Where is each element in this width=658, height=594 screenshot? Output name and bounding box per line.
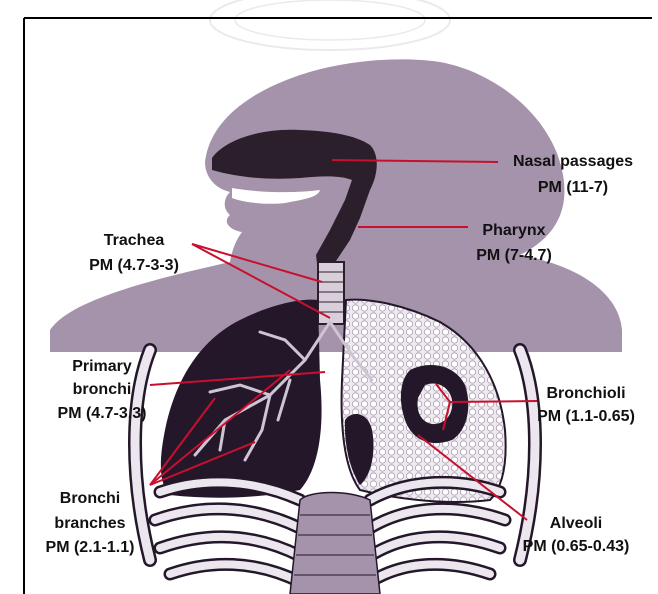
- label-branches-range: PM (2.1-1.1): [46, 539, 135, 556]
- label-alveoli-name: Alveoli: [550, 515, 602, 532]
- label-trachea-name: Trachea: [104, 232, 165, 249]
- spine: [290, 493, 380, 594]
- label-trachea-range: PM (4.7-3-3): [89, 257, 179, 274]
- label-branches: Bronchi branches PM (2.1-1.1): [46, 490, 135, 556]
- label-alveoli: Alveoli PM (0.65-0.43): [523, 515, 630, 555]
- label-primary-range: PM (4.7-3.3): [58, 405, 147, 422]
- label-primary-name-2: bronchi: [73, 381, 132, 398]
- label-nasal-range: PM (11-7): [538, 179, 608, 196]
- label-bronchioli: Bronchioli PM (1.1-0.65): [537, 385, 635, 425]
- label-bronchioli-name: Bronchioli: [546, 385, 625, 402]
- label-primary-name-1: Primary: [72, 358, 132, 375]
- label-pharynx-name: Pharynx: [482, 222, 545, 239]
- label-alveoli-range: PM (0.65-0.43): [523, 538, 630, 555]
- label-branches-name-2: branches: [54, 515, 125, 532]
- label-branches-name-1: Bronchi: [60, 490, 120, 507]
- pointer-bronchioli-a: [450, 401, 537, 402]
- label-pharynx-range: PM (7-4.7): [476, 247, 552, 264]
- label-nasal-name: Nasal passages: [513, 153, 633, 170]
- label-bronchioli-range: PM (1.1-0.65): [537, 408, 635, 425]
- watermark-seal: [210, 0, 450, 50]
- label-trachea: Trachea PM (4.7-3-3): [89, 232, 179, 274]
